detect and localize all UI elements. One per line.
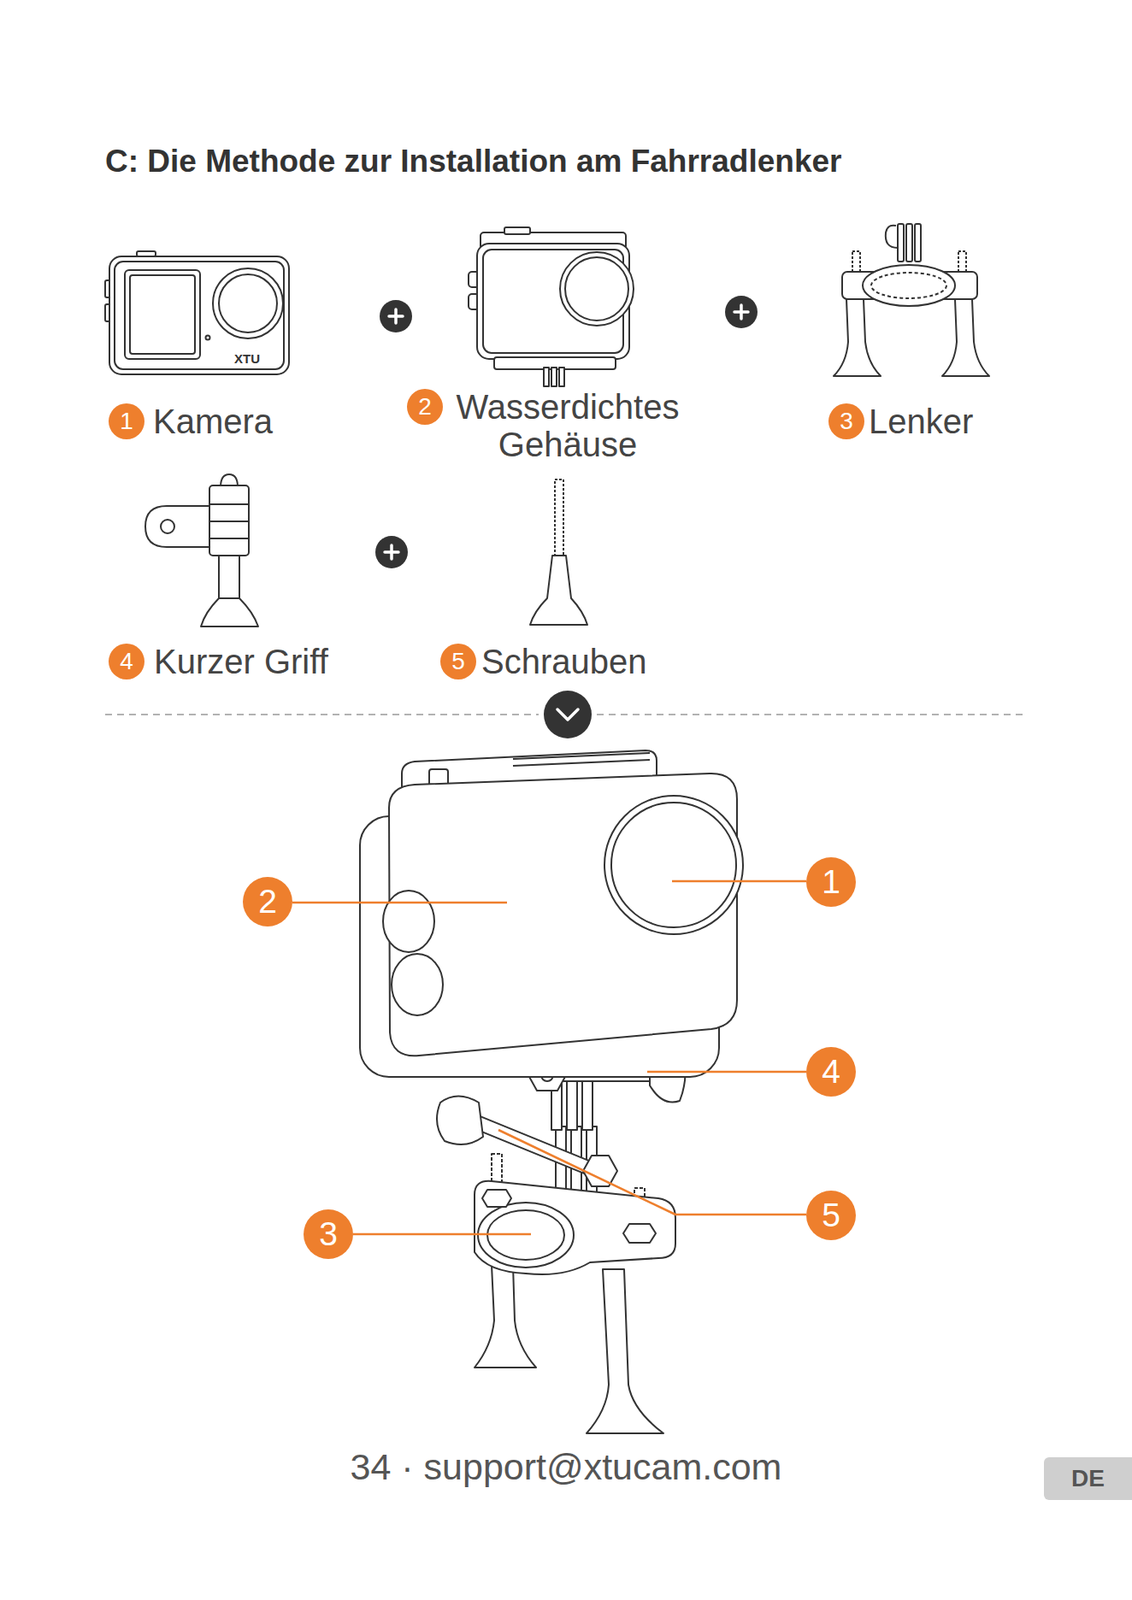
callout-digit: 5 xyxy=(821,1196,841,1235)
page-footer: 34 · support@xtucam.com xyxy=(266,1445,866,1489)
part-name: Kurzer Griff xyxy=(153,642,411,682)
handlebar-mount-drawing xyxy=(833,224,990,377)
callout-number: 3 xyxy=(303,1209,354,1260)
plus-sign xyxy=(375,295,758,569)
part-name: Schrauben xyxy=(481,642,738,682)
callout-number: 4 xyxy=(806,1047,856,1097)
callout-number: 4 xyxy=(108,643,145,680)
assembled-housing-drawing xyxy=(359,750,743,1078)
callout-digit: 2 xyxy=(258,883,278,921)
callout-number: 3 xyxy=(828,403,865,440)
divider xyxy=(105,690,1026,739)
callout-digit: 4 xyxy=(119,648,134,676)
language-tab: DE xyxy=(1043,1457,1132,1501)
callout-number: 2 xyxy=(406,389,443,425)
callout-number: 5 xyxy=(440,643,477,680)
assembled-mount-drawing xyxy=(436,1043,686,1434)
callout-digit: 1 xyxy=(119,407,134,436)
callout-digit: 2 xyxy=(418,393,432,421)
part-name: Lenker xyxy=(868,401,1091,442)
callout-digit: 3 xyxy=(318,1215,338,1254)
callout-number: 1 xyxy=(108,403,145,440)
callout-digit: 5 xyxy=(451,648,466,676)
brand-logo: XTU xyxy=(225,351,269,367)
camera-drawing xyxy=(105,251,289,375)
part-name: Wasserdichtes Gehäuse xyxy=(439,388,696,464)
callout-number: 2 xyxy=(242,877,293,927)
leader-line xyxy=(292,881,807,1235)
callout-digit: 3 xyxy=(839,407,854,436)
callout-digit: 4 xyxy=(821,1053,841,1091)
callout-number: 1 xyxy=(806,857,856,908)
part-name: Kamera xyxy=(153,401,410,442)
housing-drawing xyxy=(468,227,634,387)
callout-number: 5 xyxy=(806,1190,856,1241)
plus-cross xyxy=(384,305,749,560)
language-code: DE xyxy=(1071,1465,1105,1493)
page-title: C: Die Methode zur Installation am Fahrr… xyxy=(105,143,842,180)
short-grip-drawing xyxy=(145,474,259,627)
callout-digit: 1 xyxy=(821,863,841,902)
screw-drawing xyxy=(530,479,588,625)
